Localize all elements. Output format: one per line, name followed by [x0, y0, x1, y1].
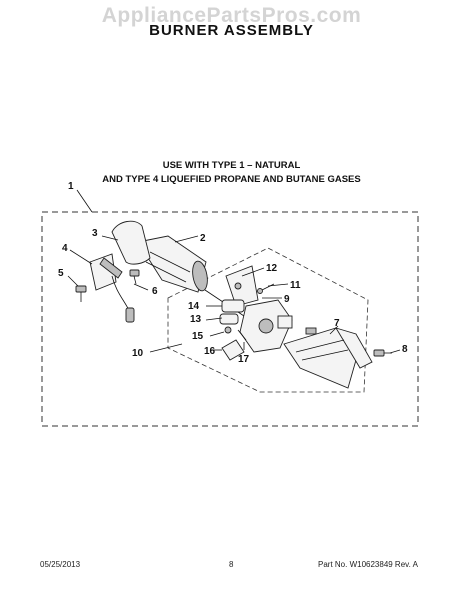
callout-1: 1: [68, 181, 74, 192]
igniter: [99, 257, 135, 323]
valve-bracket: [225, 265, 259, 307]
usage-line-1: USE WITH TYPE 1 – NATURAL: [162, 160, 301, 171]
callout-12: 12: [266, 263, 278, 274]
footer-date: 05/25/2013: [40, 560, 81, 569]
heat-shield: [111, 220, 151, 265]
callout-5: 5: [58, 268, 64, 279]
callout-7: 7: [334, 318, 340, 329]
footer-page-number: 8: [229, 560, 234, 569]
usage-line-2: AND TYPE 4 LIQUEFIED PROPANE AND BUTANE …: [102, 174, 361, 185]
callout-6: 6: [152, 286, 158, 297]
mounting-bracket: [283, 327, 373, 389]
leader-lines: [67, 189, 401, 354]
callout-13: 13: [190, 314, 202, 325]
callout-8: 8: [402, 344, 408, 355]
callout-14: 14: [188, 301, 200, 312]
coil-assembly: [219, 299, 245, 325]
watermark: AppliancePartsPros.com: [101, 4, 362, 27]
callout-4: 4: [62, 243, 68, 254]
callout-15: 15: [192, 331, 204, 342]
callout-16: 16: [204, 346, 216, 357]
assembly-boundary: [41, 211, 419, 427]
orifice-parts: [221, 326, 247, 361]
callout-11: 11: [290, 280, 301, 291]
screw-6: [129, 269, 140, 285]
footer-part-number: Part No. W10623849 Rev. A: [318, 560, 418, 569]
callout-10: 10: [132, 348, 144, 359]
burner-tube: [137, 235, 208, 293]
callout-2: 2: [200, 233, 206, 244]
valve-subassembly-boundary: [167, 247, 369, 393]
callout-9: 9: [284, 294, 290, 305]
screw-5: [75, 285, 87, 302]
screw-8: [373, 349, 392, 357]
page-title: BURNER ASSEMBLY: [149, 22, 314, 39]
screw-11: [257, 283, 275, 294]
callout-3: 3: [92, 228, 98, 239]
callout-17: 17: [238, 354, 250, 365]
